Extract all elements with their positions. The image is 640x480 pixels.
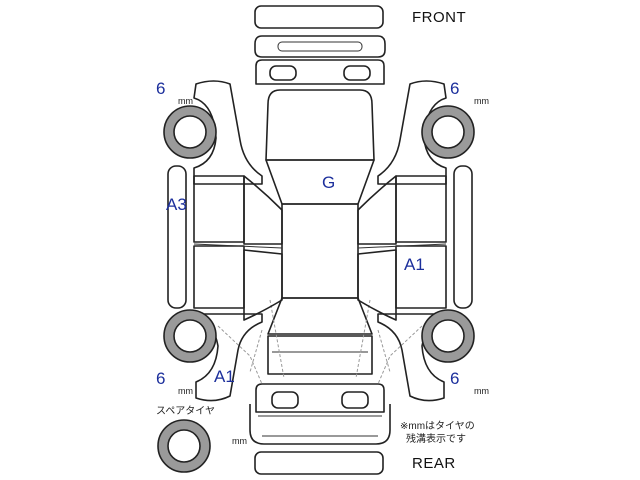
front-label: FRONT (412, 9, 466, 26)
roof-dashed-outline (249, 299, 391, 379)
tire-front-left (163, 105, 217, 159)
rear-lower-bumper (254, 451, 384, 475)
rear-window-part (267, 297, 373, 335)
bonnet-part (265, 89, 375, 161)
spare-tire-label: スペアタイヤ (156, 405, 215, 417)
left-rear-pillar (243, 249, 283, 321)
rear-label: REAR (412, 455, 456, 472)
tread-note-line2: 残溝表示です (406, 432, 466, 445)
tread-spare-unit: mm (232, 436, 247, 446)
damage-code-right-rear-door: A1 (404, 255, 425, 274)
rear-panel-part (255, 383, 385, 413)
rear-left-lamp (271, 391, 299, 409)
right-rear-dashed (377, 325, 423, 385)
left-front-door (193, 175, 245, 243)
tread-rear-left-value: 6 (156, 369, 165, 388)
tread-note-line1: ※mmはタイヤの (400, 420, 475, 432)
tire-rear-left (163, 309, 217, 363)
tire-rear-right (421, 309, 475, 363)
rear-bumper-inner (258, 415, 382, 437)
tread-front-right-value: 6 (450, 79, 459, 98)
front-right-headlight (343, 65, 371, 81)
left-door-divider (193, 243, 283, 249)
right-rear-pillar (357, 249, 397, 321)
right-front-door (395, 175, 447, 243)
damage-code-roof: G (322, 173, 335, 192)
left-side-sill (167, 165, 187, 309)
tread-front-left-value: 6 (156, 79, 165, 98)
front-bumper-part (254, 5, 384, 29)
tread-front-right-unit: mm (474, 96, 489, 106)
front-section (254, 5, 386, 85)
tread-rear-right-unit: mm (474, 386, 489, 396)
tire-spare (157, 419, 211, 473)
front-panel-part (255, 59, 385, 85)
roof-part (281, 203, 359, 299)
damage-code-left-front-door: A3 (166, 195, 187, 214)
rear-section (249, 383, 391, 475)
right-side-sill (453, 165, 473, 309)
tire-front-right (421, 105, 475, 159)
front-left-headlight (269, 65, 297, 81)
damage-code-left-rear-bottom: A1 (214, 367, 235, 386)
center-body (249, 89, 391, 379)
trunk-part (267, 335, 373, 375)
rear-right-lamp (341, 391, 369, 409)
left-rear-door (193, 245, 245, 309)
left-front-pillar (243, 175, 283, 245)
right-door-divider (357, 243, 447, 249)
rear-bumper-part (249, 404, 391, 445)
tread-rear-left-unit: mm (178, 386, 193, 396)
left-side (167, 80, 283, 402)
front-grille-part (254, 35, 386, 58)
tread-front-left-unit: mm (178, 96, 193, 106)
tread-rear-right-value: 6 (450, 369, 459, 388)
right-front-pillar (357, 175, 397, 245)
windshield-part (265, 159, 375, 205)
front-grille-slot (277, 41, 363, 52)
